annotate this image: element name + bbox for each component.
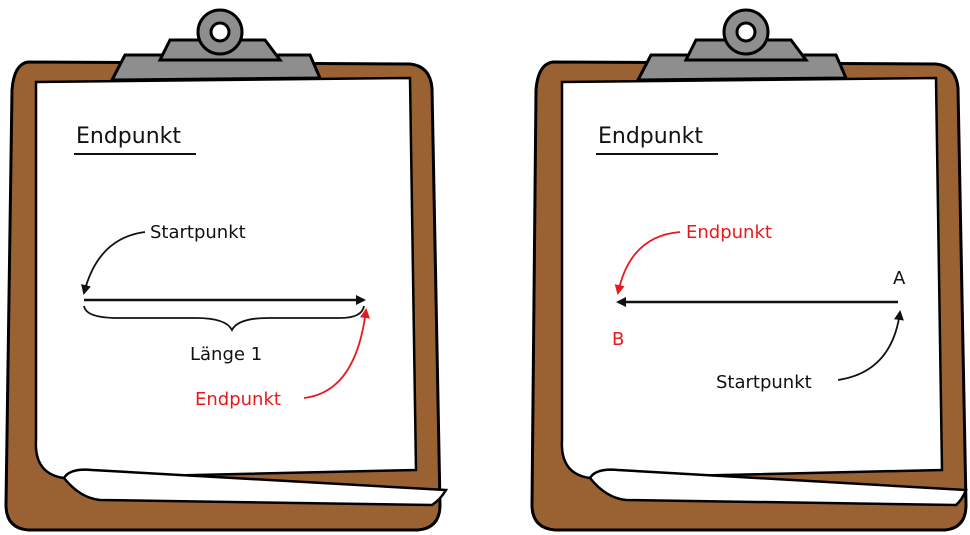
left-clipboard: Endpunkt Startpunkt Länge 1 Endpunkt — [4, 8, 449, 532]
paper-sheet — [34, 76, 418, 480]
start-label: Startpunkt — [716, 372, 812, 393]
point-b-label: B — [612, 329, 624, 350]
end-arrow — [303, 308, 370, 399]
end-label: Endpunkt — [195, 389, 281, 410]
start-arrow — [837, 310, 904, 381]
clip — [109, 8, 323, 82]
heading: Endpunkt — [598, 124, 703, 149]
heading: Endpunkt — [76, 124, 181, 149]
end-arrow — [614, 231, 681, 295]
paper-curl — [62, 468, 449, 507]
point-a-label: A — [893, 268, 906, 289]
end-label: Endpunkt — [686, 222, 772, 243]
start-arrow — [81, 231, 146, 295]
length-label: Länge 1 — [190, 344, 262, 365]
clip — [635, 8, 849, 82]
length-brace — [83, 305, 365, 333]
right-clipboard: Endpunkt Endpunkt A B Startpunkt — [530, 8, 968, 532]
start-label: Startpunkt — [150, 222, 246, 243]
paper-curl — [588, 468, 968, 507]
